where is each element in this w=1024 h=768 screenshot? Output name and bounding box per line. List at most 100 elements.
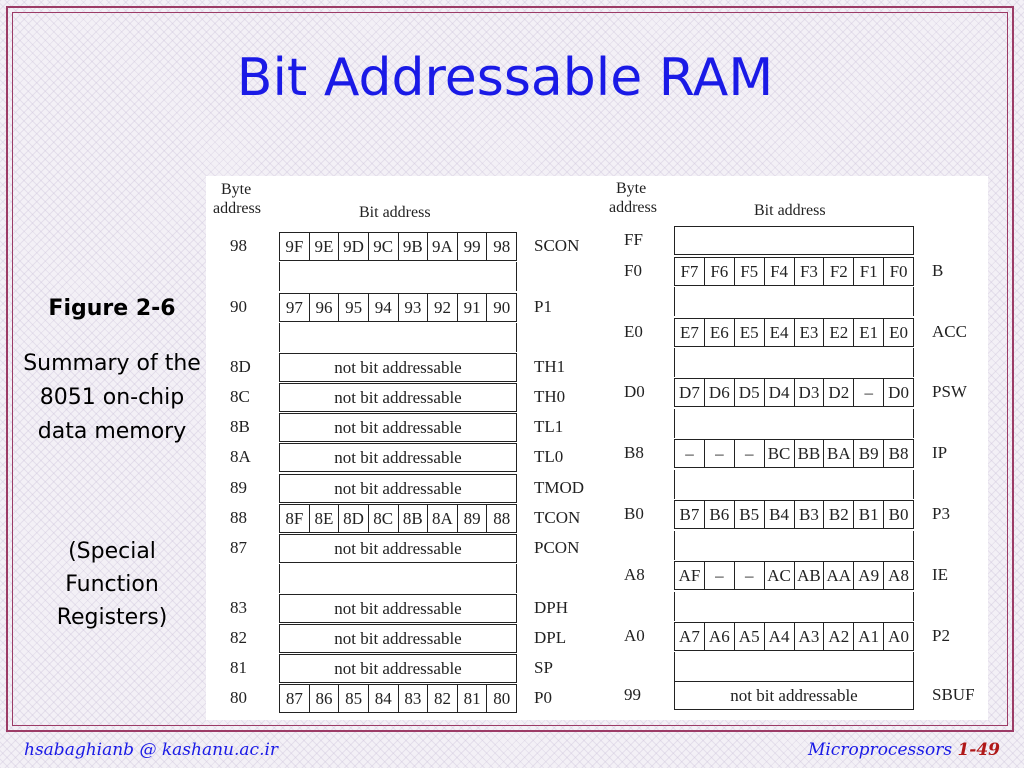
left-not-bit-addressable-row: not bit addressable [279, 383, 517, 412]
bit-cell: 9B [399, 233, 429, 260]
right-register-name: ACC [932, 322, 967, 341]
bit-cell: 8A [428, 505, 458, 532]
left-not-bit-addressable-row: not bit addressable [279, 443, 517, 472]
left-not-bit-addressable-row: not bit addressable [279, 624, 517, 653]
left-register-name: TL1 [534, 417, 564, 436]
bit-cell: A7 [675, 623, 705, 650]
bit-cell: AC [765, 562, 795, 589]
right-byte-address: D0 [624, 382, 645, 401]
bit-cell: B2 [824, 501, 855, 528]
left-byte-address: 83 [230, 598, 247, 617]
bit-cell: 87 [280, 685, 310, 712]
footer-page-number: 1-49 [957, 740, 1000, 760]
left-byte-address: 80 [230, 688, 247, 707]
left-byte-address: 82 [230, 628, 247, 647]
right-register-name: SBUF [932, 685, 975, 704]
right-register-name: B [932, 261, 944, 280]
bit-cell: 8D [339, 505, 369, 532]
bit-cell: D3 [795, 379, 825, 406]
bit-cell: 9E [310, 233, 340, 260]
left-byte-address: 89 [230, 478, 247, 497]
left-register-name: TMOD [534, 478, 585, 497]
slide-border-outer [6, 6, 1014, 732]
right-register-name: P3 [932, 504, 950, 523]
bit-cell: A8 [888, 565, 909, 585]
left-byte-address: 98 [230, 236, 247, 255]
right-byte-address: E0 [624, 322, 643, 341]
bit-cell: 99 [458, 233, 488, 260]
bit-cell: 9C [369, 233, 399, 260]
bit-cell: D6 [705, 379, 735, 406]
left-gap-row [279, 323, 517, 352]
bit-cell: 85 [339, 685, 369, 712]
right-byte-address: 99 [624, 685, 641, 704]
bit-cell: 83 [399, 685, 429, 712]
left-register-name: TH0 [534, 387, 566, 406]
bit-cell: – [675, 440, 705, 467]
bit-cell: 98 [493, 236, 511, 256]
right-gap-row [674, 348, 914, 377]
left-register-name: TH1 [534, 357, 566, 376]
left-not-bit-addressable-row: not bit addressable [279, 654, 517, 683]
bit-cell: 81 [458, 685, 488, 712]
left-byte-address: 87 [230, 538, 247, 557]
bit-cell: AB [795, 562, 825, 589]
bit-cell: 93 [399, 294, 429, 321]
bit-cell: 97 [280, 294, 310, 321]
left-not-bit-addressable-row: not bit addressable [279, 474, 517, 503]
left-not-bit-addressable-row: not bit addressable [279, 534, 517, 563]
bit-cell: 8C [369, 505, 399, 532]
right-gap-row [674, 287, 914, 316]
right-empty-row [674, 226, 914, 255]
bit-cell: BA [824, 440, 855, 467]
bit-cell: B7 [675, 501, 705, 528]
bit-cell: F5 [735, 258, 765, 285]
left-byte-header-line-2: address [213, 200, 261, 217]
bit-cell: B6 [705, 501, 735, 528]
right-register-name: PSW [932, 382, 967, 401]
bit-cell: 9A [428, 233, 458, 260]
bit-cell: E0 [889, 322, 908, 342]
bit-cell: E4 [765, 319, 795, 346]
right-byte-address: B8 [624, 443, 644, 462]
bit-cell: B1 [854, 501, 885, 528]
sfr-memory-table: Byte address Bit address Byte address Bi… [206, 176, 988, 720]
bit-cell: A4 [765, 623, 795, 650]
right-byte-header-line-1: Byte [616, 180, 647, 197]
right-gap-row [674, 531, 914, 560]
bit-cell: A3 [795, 623, 825, 650]
bit-cell: AA [824, 562, 855, 589]
left-bit-address-header: Bit address [359, 204, 431, 221]
bit-cell: 8E [310, 505, 340, 532]
bit-cell: A1 [854, 623, 885, 650]
left-register-name: TCON [534, 508, 581, 527]
bit-cell: B8 [888, 443, 909, 463]
left-register-name: DPH [534, 598, 569, 617]
right-byte-address: F0 [624, 261, 642, 280]
bit-cell: E6 [705, 319, 735, 346]
bit-cell: A6 [705, 623, 735, 650]
bit-cell: 9F [280, 233, 310, 260]
left-byte-header-line-1: Byte [221, 181, 252, 198]
bit-cell: D2 [824, 379, 855, 406]
bit-cell: – [854, 379, 885, 406]
bit-cell: F3 [795, 258, 825, 285]
bit-cell: 88 [493, 508, 511, 528]
right-gap-row [674, 409, 914, 438]
left-not-bit-addressable-row: not bit addressable [279, 353, 517, 382]
bit-cell: 82 [428, 685, 458, 712]
bit-cell: E5 [735, 319, 765, 346]
left-byte-address: 81 [230, 658, 247, 677]
bit-cell: F2 [824, 258, 855, 285]
bit-cell: 9D [339, 233, 369, 260]
bit-cell: B0 [888, 504, 909, 524]
right-byte-address: FF [624, 230, 643, 249]
bit-cell: F6 [705, 258, 735, 285]
bit-cell: 96 [310, 294, 340, 321]
right-byte-header-line-2: address [609, 199, 657, 216]
